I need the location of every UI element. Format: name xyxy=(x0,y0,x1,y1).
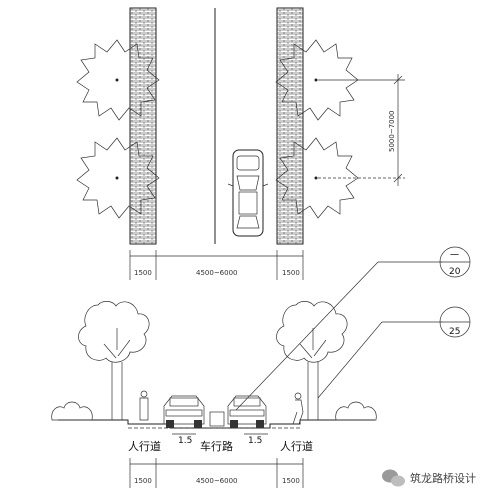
plan-tree-left-top xyxy=(76,39,160,121)
section-dim-right-walk: 1500 xyxy=(282,477,300,485)
pedestrian-right xyxy=(292,392,304,425)
plan-dimension: 1500 4500~6000 1500 xyxy=(129,250,304,280)
plan-dim-carriageway: 4500~6000 xyxy=(196,269,238,277)
tree-spacing-label: 5000~7000 xyxy=(388,111,396,153)
left-sidewalk xyxy=(129,7,157,245)
plan-dim-right-walk: 1500 xyxy=(282,269,300,277)
section-dim-left-walk: 1500 xyxy=(134,477,152,485)
watermark-text: 筑龙路桥设计 xyxy=(410,471,476,485)
callout-a-top: 一 xyxy=(450,251,459,261)
slope-right-label: 1.5 xyxy=(248,436,262,446)
median-block xyxy=(209,411,225,427)
ground-line xyxy=(58,419,375,429)
plan-view: 5000~7000 1500 4500~6000 1500 xyxy=(76,7,405,280)
plan-tree-right-top xyxy=(275,39,359,121)
tree-spacing-dimension: 5000~7000 xyxy=(318,74,405,186)
callout-b: 25 xyxy=(317,306,471,399)
callout-a-bottom: 20 xyxy=(449,267,461,277)
wechat-icon xyxy=(382,469,405,487)
section-dimension: 1500 4500~6000 1500 xyxy=(129,458,304,488)
slope-left-label: 1.5 xyxy=(178,436,192,446)
right-sidewalk xyxy=(276,7,304,245)
section-dim-carriageway: 4500~6000 xyxy=(196,477,238,485)
plan-dim-left-walk: 1500 xyxy=(134,269,152,277)
plan-tree-right-bottom xyxy=(275,137,359,219)
slope-right: 1.5 xyxy=(244,433,268,446)
label-road: 车行路 xyxy=(200,439,233,453)
label-left-walk: 人行道 xyxy=(128,439,161,453)
pedestrian-left xyxy=(139,390,149,421)
callout-a: 一 20 xyxy=(235,246,471,411)
shrub-right xyxy=(335,401,377,421)
plan-car xyxy=(227,149,269,237)
label-right-walk: 人行道 xyxy=(280,439,313,453)
callout-b-bottom: 25 xyxy=(449,327,460,337)
section-car-left xyxy=(163,395,205,428)
section-tree-left xyxy=(78,301,150,420)
plan-tree-left-bottom xyxy=(76,137,160,219)
section-tree-right xyxy=(276,301,348,420)
shrub-left xyxy=(51,401,93,421)
slope-left: 1.5 xyxy=(172,433,196,446)
section-view: 一 20 25 1.5 1.5 人行道 车行路 人行道 xyxy=(51,246,471,488)
section-car-right xyxy=(227,395,267,428)
watermark: 筑龙路桥设计 xyxy=(382,469,476,487)
